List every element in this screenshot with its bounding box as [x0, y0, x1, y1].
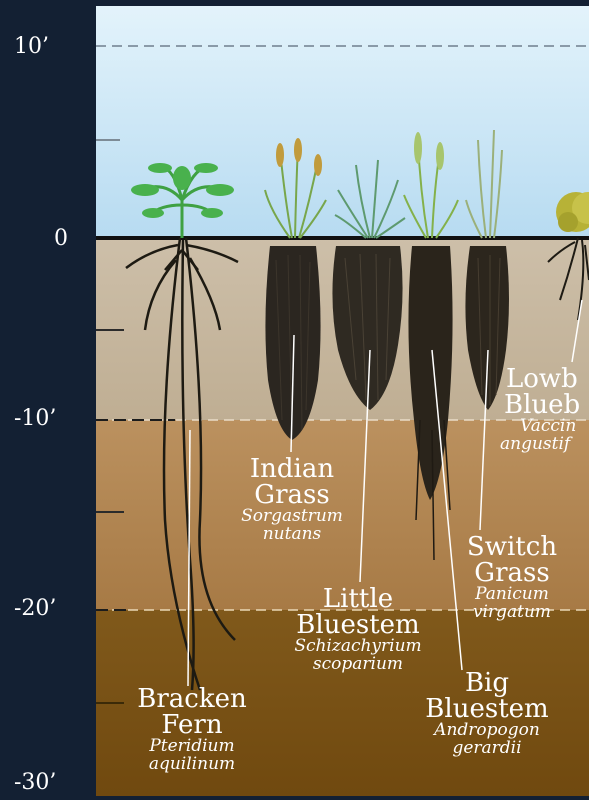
plant-label-big-bluestem: Big Bluestem Andropogon gerardii	[412, 670, 562, 758]
sky-layer	[96, 6, 589, 238]
common-name-line-2: Bluestem	[412, 696, 562, 722]
common-name-line-1: Bracken	[122, 686, 262, 712]
common-name-line-2: Blueb	[504, 392, 589, 418]
common-name-line-2: Grass	[452, 560, 572, 586]
scientific-name-line-2: nutans	[222, 526, 362, 544]
common-name-line-1: Big	[412, 670, 562, 696]
common-name-line-1: Switch	[452, 534, 572, 560]
common-name-line-1: Lowb	[506, 366, 589, 392]
depth-label-minus-10ft: -10’	[14, 406, 56, 431]
depth-label-10ft: 10’	[14, 34, 49, 59]
plant-label-indian-grass: Indian Grass Sorgastrum nutans	[222, 456, 362, 544]
common-name-line-2: Bluestem	[268, 612, 448, 638]
common-name-line-2: Grass	[222, 482, 362, 508]
scientific-name-line-2: aquilinum	[122, 756, 262, 774]
common-name-line-2: Fern	[122, 712, 262, 738]
plant-label-switch-grass: Switch Grass Panicum virgatum	[452, 534, 572, 622]
depth-label-minus-30ft: -30’	[14, 770, 56, 795]
plant-label-lowbush-blueberry: Lowb Blueb Vaccin angustif	[500, 366, 589, 454]
depth-label-0: 0	[54, 226, 68, 251]
common-name-line-1: Indian	[222, 456, 362, 482]
common-name-line-1: Little	[268, 586, 448, 612]
plant-label-little-bluestem: Little Bluestem Schizachyrium scoparium	[268, 586, 448, 674]
plant-label-bracken-fern: Bracken Fern Pteridium aquilinum	[122, 686, 262, 774]
scientific-name-line-2: angustif	[500, 436, 589, 454]
depth-label-minus-20ft: -20’	[14, 596, 56, 621]
scientific-name-line-2: gerardii	[412, 740, 562, 758]
scientific-name-line-2: virgatum	[452, 604, 572, 622]
